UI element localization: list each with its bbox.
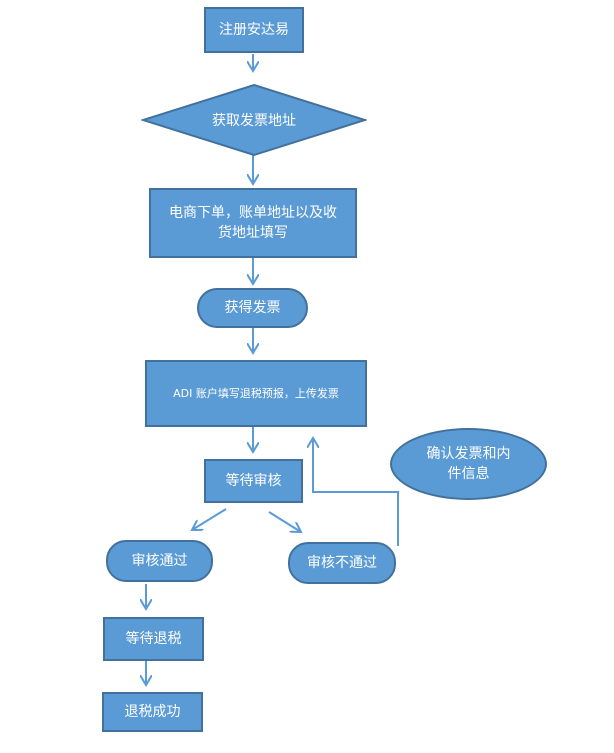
node-get-invoice-address: 获取发票地址 [141,83,367,157]
node-register: 注册安达易 [204,7,304,53]
node-get-invoice-label: 获得发票 [224,300,281,316]
node-review-fail-label: 审核不通过 [307,555,377,571]
node-review-pass-label: 审核通过 [131,553,188,569]
node-refund-success: 退税成功 [102,692,203,732]
node-wait-review-label: 等待审核 [225,473,282,489]
node-wait-refund-label: 等待退税 [125,631,182,647]
node-register-label: 注册安达易 [219,22,289,38]
node-refund-success-label: 退税成功 [124,704,181,720]
node-get-invoice-address-label: 获取发票地址 [212,113,296,129]
node-wait-refund: 等待退税 [103,617,204,661]
arrow-wait-to-pass [192,508,227,530]
node-confirm-info-label: 确认发票和内件信息 [426,446,511,482]
node-order: 电商下单，账单地址以及收货地址填写 [149,188,357,258]
arrow-fail-to-adi [313,438,399,546]
node-review-pass: 审核通过 [106,540,213,582]
node-adi-fill-label: ADI 账户填写退税预报，上传发票 [173,386,339,400]
node-confirm-info: 确认发票和内件信息 [390,428,547,500]
node-get-invoice-address-shape [141,83,367,157]
node-wait-review: 等待审核 [204,459,303,503]
node-order-label: 电商下单，账单地址以及收货地址填写 [169,205,337,241]
arrow-wait-to-fail [268,511,301,532]
node-get-invoice: 获得发票 [197,288,308,328]
node-adi-fill: ADI 账户填写退税预报，上传发票 [145,360,367,427]
node-review-fail: 审核不通过 [288,542,396,584]
